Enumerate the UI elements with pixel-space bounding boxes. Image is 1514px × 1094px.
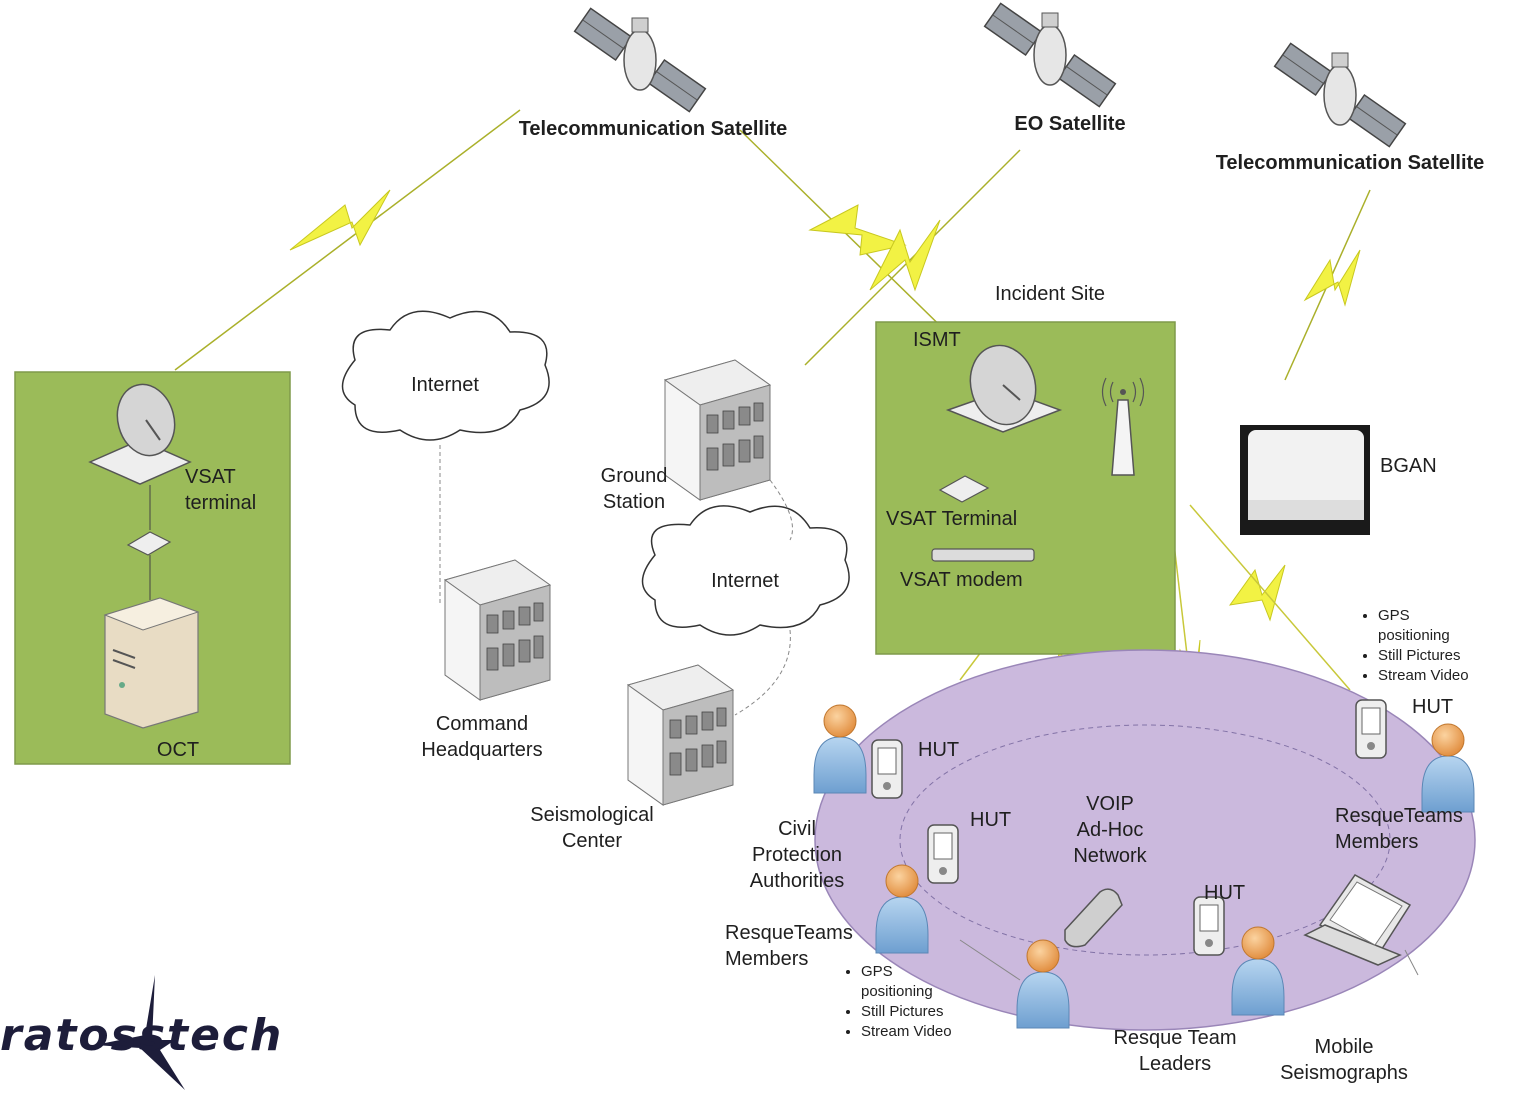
dashed-links <box>439 445 793 716</box>
bullet-item: Still Pictures <box>1378 646 1469 666</box>
incident-vsat-terminal-label: VSAT Terminal <box>886 508 1018 530</box>
vsat-modem-label: VSAT modem <box>900 569 1023 591</box>
hut-label-4: HUT <box>1412 696 1454 718</box>
wifi-antenna-icon <box>1101 377 1145 476</box>
telecom-satellite-right-label: Telecommunication Satellite <box>1215 152 1485 174</box>
oct-server-icon <box>103 597 200 729</box>
bgan-label: BGAN <box>1380 455 1437 477</box>
bullet-item: GPS positioning <box>861 962 952 1002</box>
resque-left-label: ResqueTeams Members <box>725 922 853 970</box>
team-leaders-label: Resque Team Leaders <box>1113 1027 1237 1075</box>
laptop-icon <box>1303 874 1412 966</box>
hut-label-1: HUT <box>918 739 960 761</box>
bullets-right: GPS positioning Still Pictures Stream Vi… <box>1360 606 1469 686</box>
internet-cloud-mid-icon <box>641 505 850 636</box>
incident-site-title: Incident Site <box>994 283 1106 305</box>
voip-network-label: VOIP Ad-Hoc Network <box>1073 793 1147 867</box>
command-hq-building-icon <box>444 559 551 701</box>
resque-right-label: ResqueTeams Members <box>1335 805 1463 853</box>
telecom-satellite-left-label: Telecommunication Satellite <box>518 118 788 140</box>
oct-vsat-terminal-label: VSAT terminal <box>185 466 257 514</box>
mobile-seismographs-label: Mobile Seismographs <box>1280 1036 1408 1084</box>
internet-mid-label: Internet <box>711 570 779 592</box>
civil-protection-label: Civil Protection Authorities <box>749 818 845 892</box>
eo-satellite-label: EO Satellite <box>1014 113 1126 135</box>
command-hq-label: Command Headquarters <box>421 713 543 761</box>
bullet-item: Stream Video <box>861 1022 952 1042</box>
oct-modem-icon <box>126 531 172 556</box>
seismological-center-label: Seismological Center <box>530 804 654 852</box>
satellite-links <box>174 109 1371 381</box>
bullets-left: GPS positioning Still Pictures Stream Vi… <box>843 962 952 1042</box>
ground-station-label: Ground Station <box>600 465 668 513</box>
ismt-label: ISMT <box>913 329 961 351</box>
ismt-dish-icon <box>945 344 1063 433</box>
bgan-terminal-icon <box>1240 425 1370 535</box>
hut-device-2-icon <box>927 824 959 884</box>
company-logo: ratosstech <box>0 1010 284 1061</box>
incident-vsat-terminal-icon <box>938 475 990 503</box>
resque-member-right-person-icon <box>1421 723 1475 813</box>
hut-device-4-icon <box>1355 699 1387 759</box>
hut-label-3: HUT <box>1204 882 1246 904</box>
civil-protection-person-icon <box>813 704 867 794</box>
vsat-dish-oct-icon <box>88 383 192 485</box>
telecom-satellite-left-icon <box>573 7 707 113</box>
internet-cloud-left-icon <box>341 310 550 441</box>
ground-station-building-icon <box>664 359 771 501</box>
hut-device-1-icon <box>871 739 903 799</box>
bullet-item: GPS positioning <box>1378 606 1469 646</box>
bullet-item: Stream Video <box>1378 666 1469 686</box>
vsat-modem-icon <box>931 548 1035 562</box>
bullet-item: Still Pictures <box>861 1002 952 1022</box>
mobile-phone-icon <box>1064 888 1123 948</box>
company-logo-star-icon <box>95 975 185 1090</box>
oct-label: OCT <box>156 739 200 761</box>
seismological-center-building-icon <box>627 664 734 806</box>
telecom-satellite-right-icon <box>1273 42 1407 148</box>
hut-label-2: HUT <box>970 809 1012 831</box>
eo-satellite-icon <box>983 2 1117 108</box>
internet-left-label: Internet <box>411 374 479 396</box>
